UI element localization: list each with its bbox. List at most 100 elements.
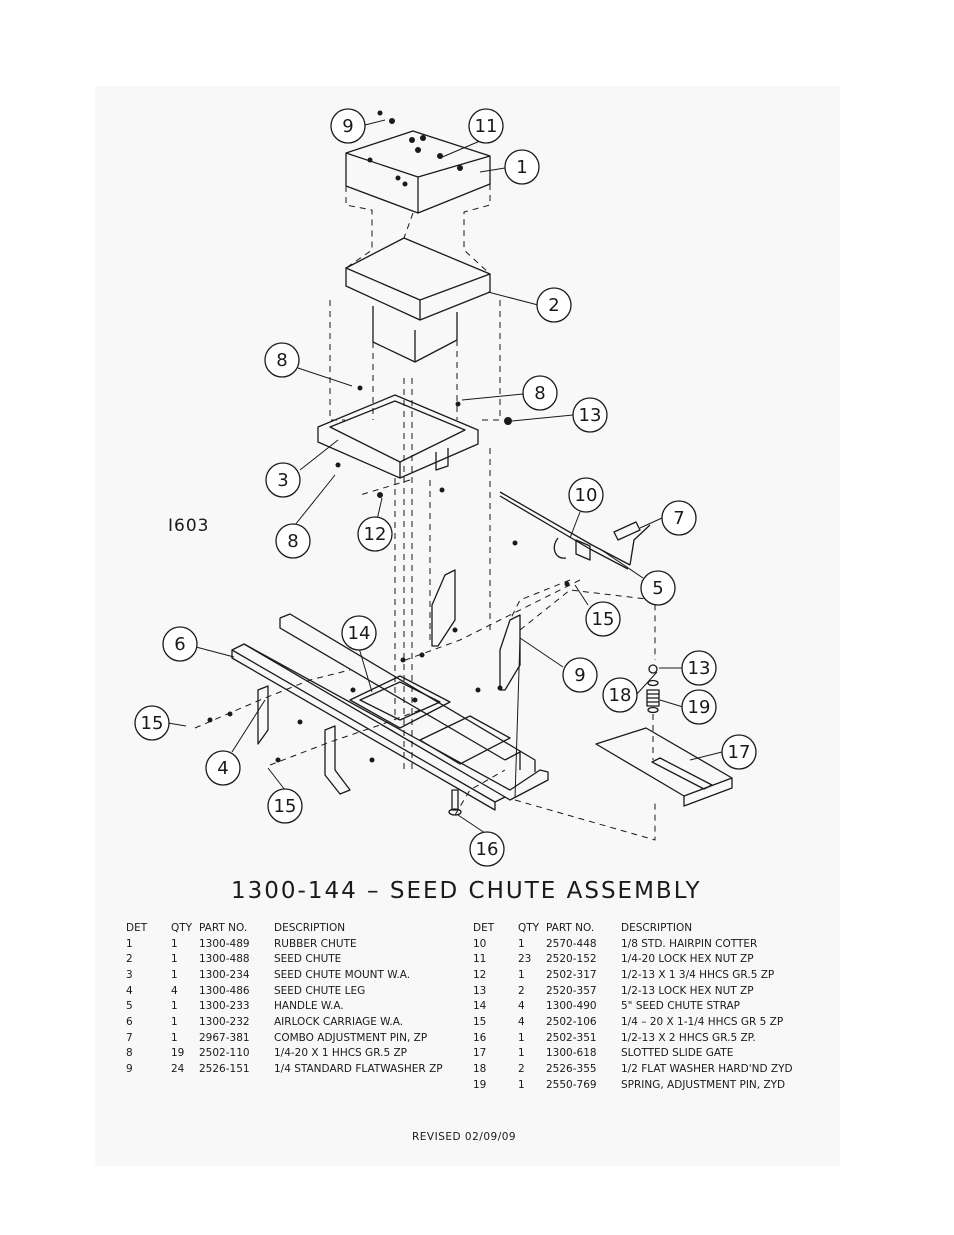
adjustment-pin-stack: [646, 664, 660, 714]
cell-description: 1/4-20 X 1 HHCS GR.5 ZP: [274, 1047, 407, 1060]
cell-part-no: 2502-106: [546, 1015, 597, 1028]
cell-description: AIRLOCK CARRIAGE W.A.: [274, 1015, 404, 1028]
header-part-no: PART NO.: [546, 921, 595, 934]
callout-8-b: 8: [522, 375, 558, 411]
svg-text:8: 8: [534, 383, 545, 404]
assembly-dashed-lines: [194, 184, 656, 841]
cell-det: 3: [126, 968, 133, 981]
callout-19: 19: [681, 689, 717, 725]
svg-text:11: 11: [475, 116, 498, 137]
cell-description: SEED CHUTE: [274, 953, 342, 966]
svg-text:8: 8: [287, 531, 298, 552]
cell-det: 14: [473, 1000, 487, 1013]
seed-chute-mount-part: [317, 394, 479, 479]
cell-description: HANDLE W.A.: [274, 1000, 344, 1013]
callout-8-c: 8: [275, 523, 311, 559]
callout-2: 2: [536, 287, 572, 323]
cell-part-no: 1300-618: [546, 1047, 597, 1060]
callout-9-top: 9: [330, 108, 366, 144]
header-description: DESCRIPTION: [274, 921, 346, 934]
svg-text:18: 18: [609, 685, 632, 706]
callout-6: 6: [162, 626, 198, 662]
callout-11: 11: [468, 108, 504, 144]
callout-8-a: 8: [264, 342, 300, 378]
cell-det: 4: [126, 984, 133, 997]
callout-16: 16: [469, 831, 505, 867]
header-det: DET: [126, 921, 148, 934]
cell-qty: 1: [518, 968, 525, 981]
bolt-16-part: [448, 789, 462, 816]
cell-det: 18: [473, 1063, 487, 1076]
cell-description: SPRING, ADJUSTMENT PIN, ZYD: [621, 1078, 786, 1091]
svg-text:17: 17: [728, 742, 751, 763]
handle-part: [499, 491, 651, 570]
drawing-number: I603: [168, 516, 210, 536]
cell-qty: 1: [518, 1031, 525, 1044]
svg-text:19: 19: [688, 697, 711, 718]
seed-chute-leg-upper: [431, 569, 521, 691]
cell-description: 1/2-13 LOCK HEX NUT ZP: [621, 984, 754, 997]
cell-description: 1/4 STANDARD FLATWASHER ZP: [274, 1063, 443, 1076]
cell-part-no: 1300-486: [199, 984, 250, 997]
svg-text:16: 16: [476, 839, 499, 860]
svg-text:9: 9: [342, 116, 353, 137]
cell-description: SEED CHUTE LEG: [274, 984, 366, 997]
cell-det: 7: [126, 1031, 133, 1044]
callout-17: 17: [721, 734, 757, 770]
svg-text:10: 10: [575, 485, 598, 506]
cell-qty: 1: [518, 1078, 525, 1091]
cell-qty: 1: [171, 1000, 178, 1013]
cell-description: SLOTTED SLIDE GATE: [621, 1047, 734, 1060]
cell-det: 2: [126, 953, 133, 966]
header-description: DESCRIPTION: [621, 921, 693, 934]
cell-qty: 1: [171, 1031, 178, 1044]
svg-text:12: 12: [364, 524, 387, 545]
cell-det: 15: [473, 1015, 487, 1028]
callout-4: 4: [205, 750, 241, 786]
callout-balloons: 9 11 1 2 8 8 13 3 8 12 10 7 5 15 6 14 9 …: [134, 108, 757, 867]
cell-part-no: 2502-317: [546, 968, 597, 981]
cell-det: 6: [126, 1015, 133, 1028]
svg-text:5: 5: [652, 578, 663, 599]
svg-text:13: 13: [688, 658, 711, 679]
cell-part-no: 2520-357: [546, 984, 597, 997]
cell-description: SEED CHUTE MOUNT W.A.: [274, 968, 411, 981]
cell-qty: 19: [171, 1047, 185, 1060]
svg-text:9: 9: [574, 665, 585, 686]
cell-part-no: 2520-152: [546, 953, 597, 966]
drawing-sheet: [95, 86, 840, 1166]
cell-description: 1/2-13 X 1 3/4 HHCS GR.5 ZP: [621, 968, 775, 981]
cell-description: COMBO ADJUSTMENT PIN, ZP: [274, 1031, 428, 1044]
header-part-no: PART NO.: [199, 921, 248, 934]
callout-10: 10: [568, 477, 604, 513]
cell-det: 17: [473, 1047, 487, 1060]
callout-15-a: 15: [585, 601, 621, 637]
cell-qty: 1: [171, 1015, 178, 1028]
cell-part-no: 1300-490: [546, 1000, 597, 1013]
cell-part-no: 1300-489: [199, 937, 250, 950]
rubber-chute-part: [345, 130, 491, 214]
cell-det: 5: [126, 1000, 133, 1013]
cell-qty: 4: [518, 1015, 525, 1028]
callout-15-b: 15: [134, 705, 170, 741]
parts-header-row: DET QTY PART NO. DESCRIPTION: [120, 920, 443, 936]
callout-7: 7: [661, 500, 697, 536]
cell-part-no: 2502-351: [546, 1031, 597, 1044]
callout-13-b: 13: [681, 650, 717, 686]
svg-text:7: 7: [673, 508, 684, 529]
cell-det: 9: [126, 1063, 133, 1076]
callout-9-bottom: 9: [562, 657, 598, 693]
